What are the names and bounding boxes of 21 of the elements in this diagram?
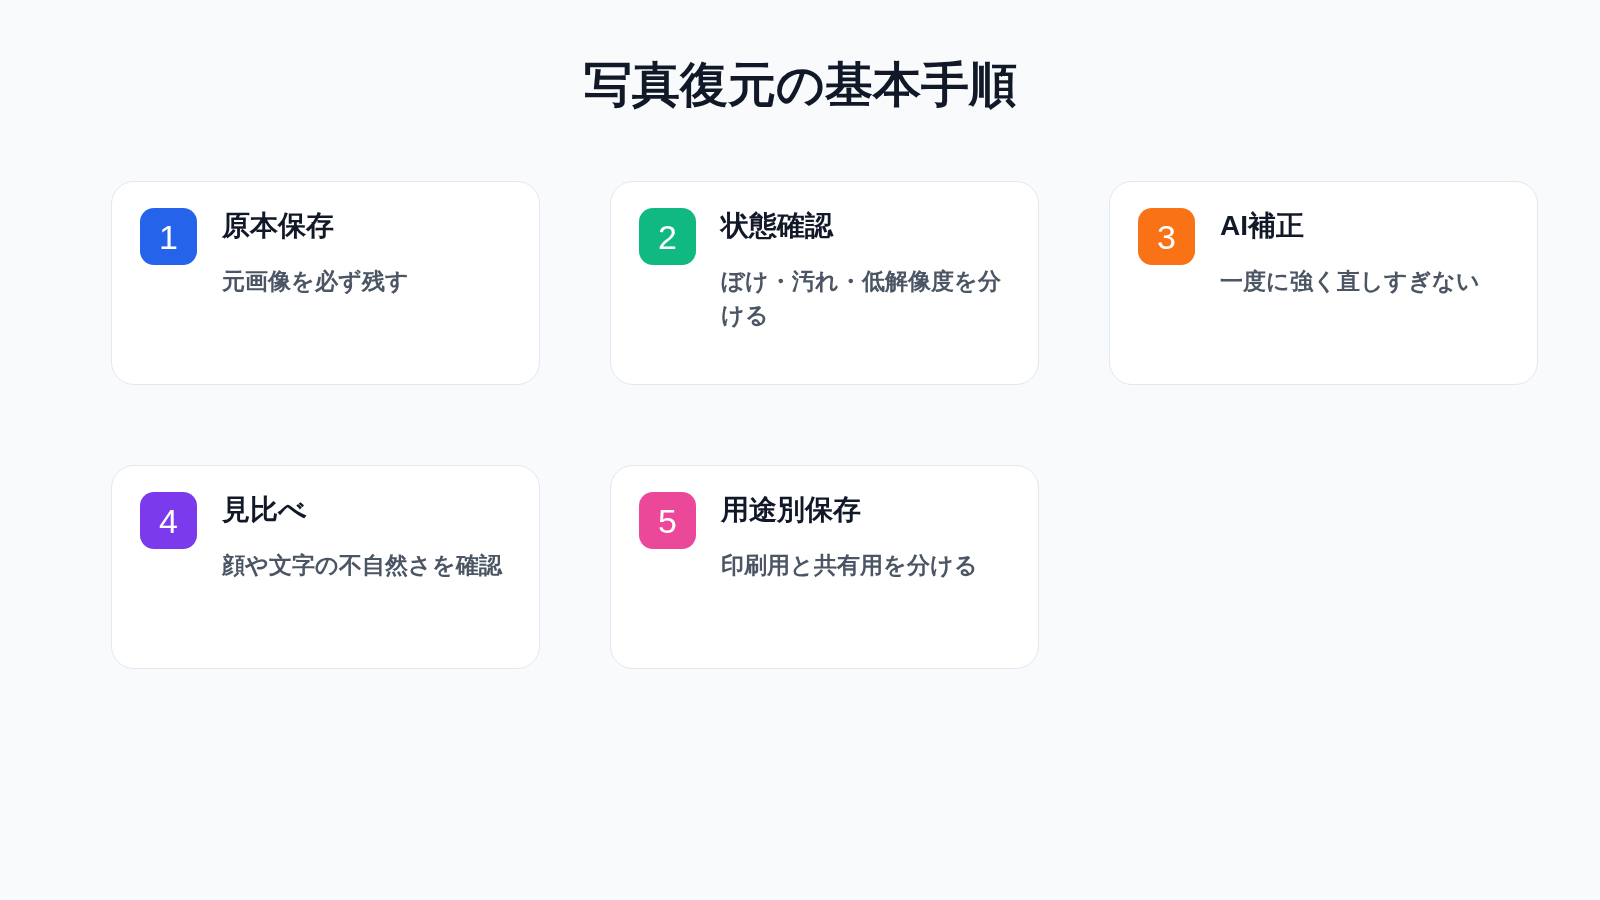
step-number-badge: 5 (639, 492, 696, 549)
step-title: AI補正 (1220, 209, 1305, 243)
step-number-badge: 4 (140, 492, 197, 549)
step-description: 印刷用と共有用を分ける (721, 551, 979, 580)
step-title: 原本保存 (222, 209, 335, 243)
step-card (610, 181, 1039, 385)
step-description: 顔や文字の不自然さを確認 (222, 551, 504, 580)
step-card (111, 181, 540, 385)
step-number-badge: 3 (1138, 208, 1195, 265)
step-card (610, 465, 1039, 669)
step-card (1109, 181, 1538, 385)
step-card (111, 465, 540, 669)
step-description: 一度に強く直しすぎない (1220, 267, 1481, 296)
page-title: 写真復元の基本手順 (582, 57, 1018, 113)
step-number-badge: 1 (140, 208, 197, 265)
step-number-badge: 2 (639, 208, 696, 265)
step-title: 状態確認 (721, 209, 835, 243)
step-title: 見比べ (222, 493, 308, 527)
step-title: 用途別保存 (721, 493, 862, 527)
step-description: ぼけ・汚れ・低解像度を分ける (721, 267, 1002, 330)
step-description: 元画像を必ず残す (222, 267, 410, 296)
